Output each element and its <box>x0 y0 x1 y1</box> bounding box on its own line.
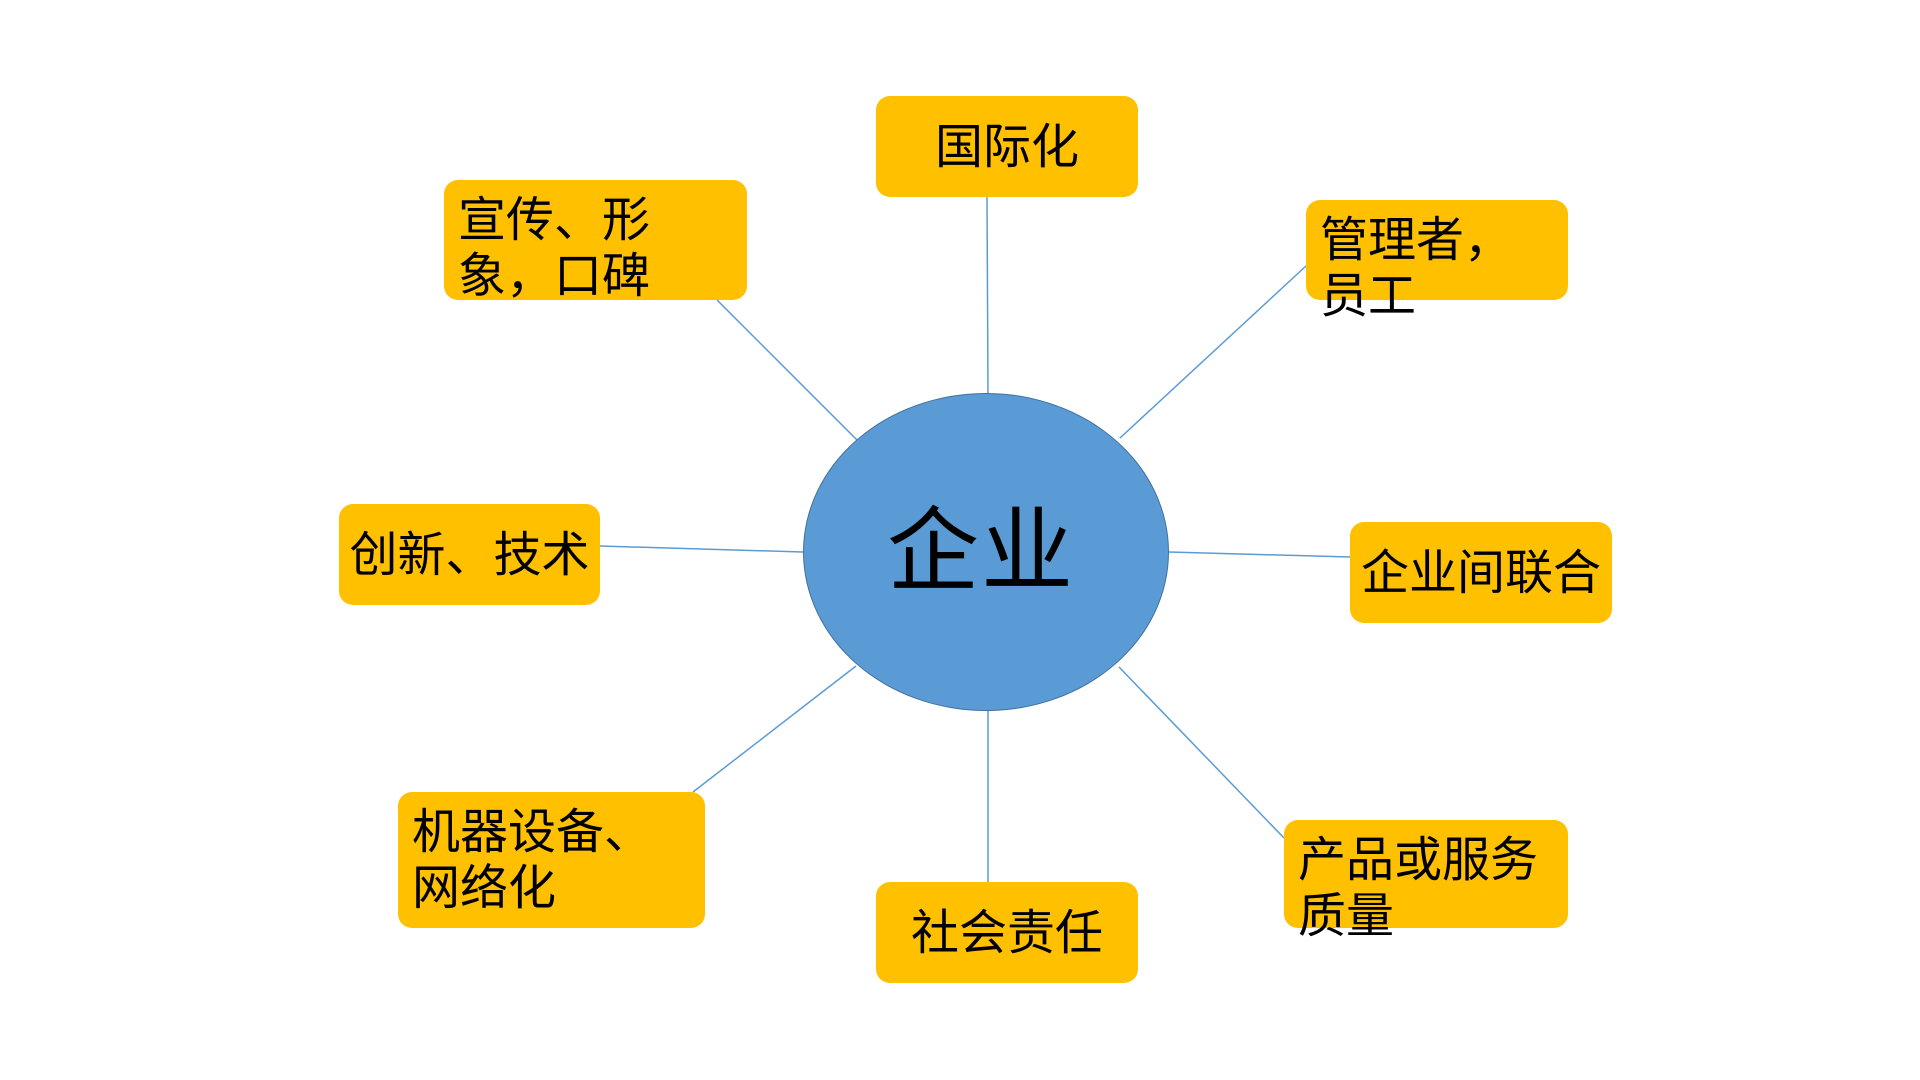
node-left-label: 创新、技术 <box>349 526 590 583</box>
node-top-label: 国际化 <box>934 118 1079 175</box>
center-node-label: 企业 <box>886 498 1075 605</box>
center-node-enterprise: 企业 <box>803 393 1169 711</box>
node-top-right: 管理者，员工 <box>1306 200 1568 324</box>
node-bottom-left-label: 机器设备、网络化 <box>412 804 653 916</box>
node-bottom-label: 社会责任 <box>910 904 1103 961</box>
connector-bottom-left <box>692 665 857 793</box>
connector-right <box>1168 551 1351 558</box>
node-bottom-right: 产品或服务质量 <box>1284 820 1568 944</box>
node-top-right-label: 管理者，员工 <box>1320 212 1513 324</box>
connector-left <box>599 545 804 553</box>
node-right: 企业间联合 <box>1350 522 1612 623</box>
node-bottom: 社会责任 <box>876 882 1138 983</box>
node-top-left-label: 宣传、形象，口碑 <box>458 192 651 304</box>
connector-bottom-right <box>1118 666 1285 839</box>
node-bottom-right-label: 产品或服务质量 <box>1298 832 1539 944</box>
node-bottom-left: 机器设备、网络化 <box>398 792 705 928</box>
node-top-left: 宣传、形象，口碑 <box>444 180 747 304</box>
node-left: 创新、技术 <box>339 504 600 605</box>
connector-top-right <box>1119 265 1307 439</box>
connector-top <box>986 196 989 394</box>
connector-top-left <box>716 299 858 441</box>
node-top: 国际化 <box>876 96 1138 197</box>
node-right-label: 企业间联合 <box>1360 544 1601 601</box>
